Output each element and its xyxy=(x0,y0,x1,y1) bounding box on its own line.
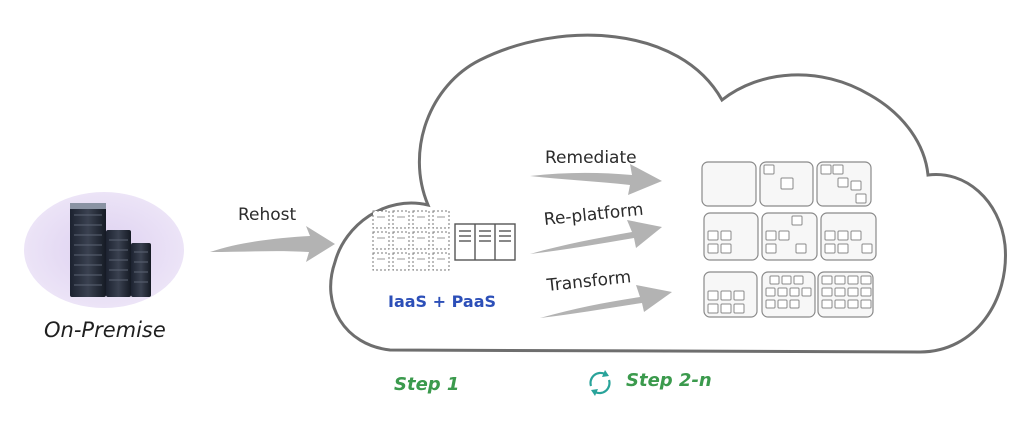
iaas-vm-grid-icon xyxy=(372,210,450,271)
transform-arrow xyxy=(540,285,672,318)
cycle-arrows-icon xyxy=(589,370,611,396)
on-premise-servers-icon xyxy=(24,192,184,308)
rehost-arrow xyxy=(210,226,335,262)
replatform-arrow xyxy=(530,220,662,254)
paas-server-icon xyxy=(454,223,516,261)
remediate-label: Remediate xyxy=(545,148,637,168)
rehost-label: Rehost xyxy=(238,205,297,225)
on-premise-label: On-Premise xyxy=(44,318,166,342)
step-2n-label: Step 2-n xyxy=(626,370,712,391)
step-1-label: Step 1 xyxy=(394,374,460,395)
iaas-paas-label: IaaS + PaaS xyxy=(388,292,497,311)
remediate-arrow xyxy=(530,164,662,195)
